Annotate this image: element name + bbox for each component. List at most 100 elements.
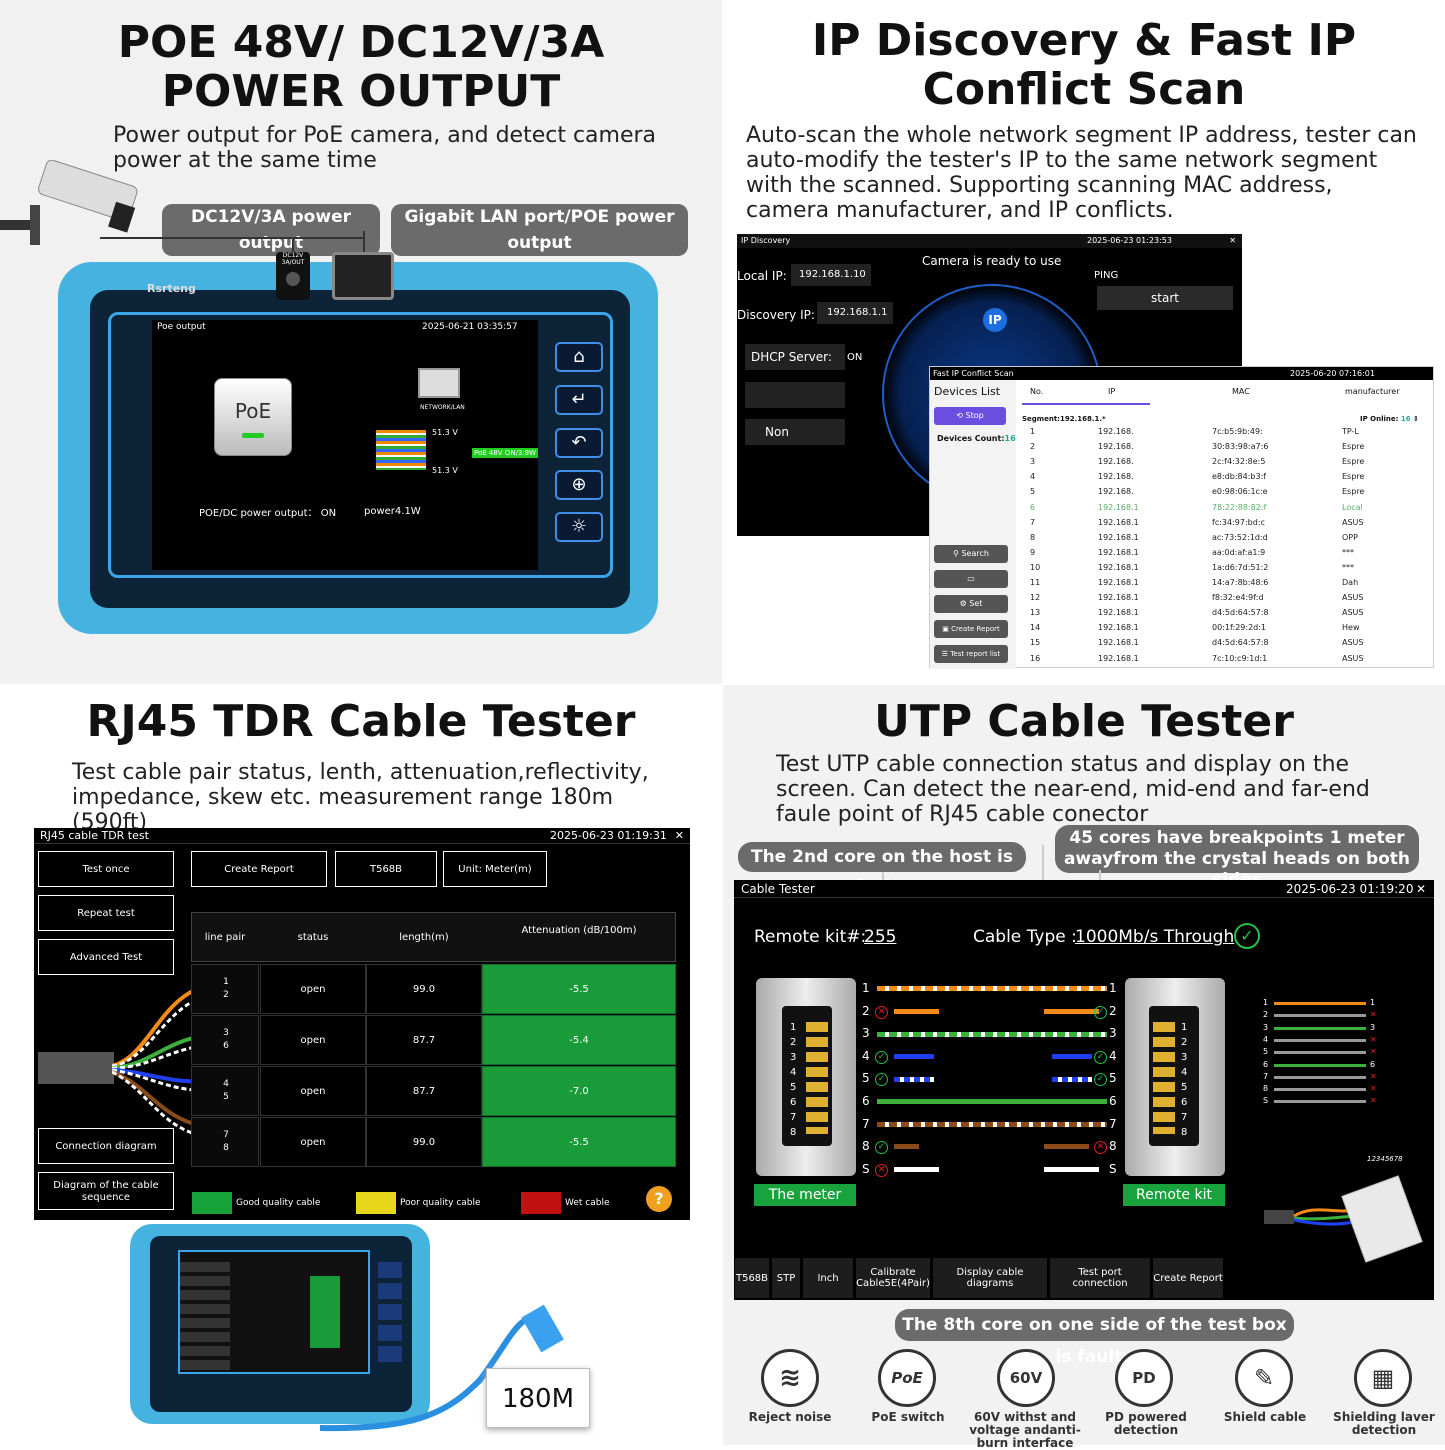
mini-pin-left: 7 <box>1263 1071 1269 1081</box>
scan-cell: TP-L <box>1342 427 1359 436</box>
local-ip-input[interactable]: 192.168.1.10 <box>791 264 871 286</box>
tab-display-diagrams[interactable]: Display cable diagrams <box>933 1258 1047 1298</box>
cable-jacket-graphic <box>38 1052 114 1084</box>
ip-radar-badge: IP <box>983 308 1007 332</box>
mini-pin-left: 8 <box>1263 1084 1269 1094</box>
tdr-attenuation-cell: -5.4 <box>482 1015 676 1065</box>
shield-cable-icon: ✎ <box>1235 1349 1293 1407</box>
zoom-icon[interactable]: ⊕ <box>555 470 603 500</box>
help-icon[interactable]: ? <box>646 1186 672 1212</box>
scan-cell: ASUS <box>1342 638 1364 648</box>
jack-pin-number: 1 <box>1181 1022 1188 1033</box>
col-no: No. <box>1030 387 1044 396</box>
voltage-1: 51.3 V <box>432 428 458 437</box>
tdr-length-cell: 99.0 <box>366 964 482 1014</box>
scan-cell: 14 <box>1030 623 1041 633</box>
test-once-button[interactable]: Test once <box>38 851 174 887</box>
tdr-screen-status: 2025-06-23 01:19:31 <box>550 829 667 842</box>
cable-sequence-button[interactable]: Diagram of the cable sequence <box>38 1172 174 1210</box>
wire-pin-right: S <box>1109 1161 1117 1176</box>
mini-pin-right: ✕ <box>1370 1096 1377 1106</box>
local-ip-label: Local IP: <box>737 269 787 283</box>
t568b-button[interactable]: T568B <box>335 851 437 887</box>
non-field[interactable]: Non <box>745 419 845 445</box>
jack-pin-number: 4 <box>790 1067 797 1078</box>
tab-stp[interactable]: STP <box>772 1258 800 1298</box>
unit-button[interactable]: Unit: Meter(m) <box>443 851 547 887</box>
ok-check-icon: ✓ <box>875 1073 888 1087</box>
light-icon[interactable]: ☼ <box>555 512 603 542</box>
scan-cell: 192.168. <box>1098 472 1134 482</box>
tab-test-port[interactable]: Test port connection <box>1050 1258 1150 1298</box>
disc-ip-label: Discovery IP: <box>737 308 815 322</box>
scan-cell: 192.168.1 <box>1098 623 1139 633</box>
mini-wire <box>1274 1026 1366 1030</box>
tab-create-report[interactable]: Create Report <box>1153 1258 1223 1298</box>
poe-status-badge: PoE 48V ON/3.9W <box>472 448 538 458</box>
reject-noise-icon: ≋ <box>761 1349 819 1407</box>
col-line-pair: line pair <box>204 932 246 943</box>
online-value: 16 <box>1400 415 1411 423</box>
jack-pin-number: 3 <box>1181 1052 1188 1063</box>
start-button[interactable]: start <box>1097 286 1233 310</box>
stop-button[interactable]: ⟲ Stop <box>934 407 1006 425</box>
jack-pin-number: 4 <box>1181 1067 1188 1078</box>
wire-pin-right: 4 <box>1109 1048 1117 1063</box>
repeat-test-button[interactable]: Repeat test <box>38 895 174 931</box>
tab-inch[interactable]: Inch <box>803 1258 853 1298</box>
report-list-button[interactable]: ☰ Test report list <box>934 645 1008 663</box>
create-report-button[interactable]: ▣ Create Report <box>934 620 1008 638</box>
enter-icon[interactable]: ↵ <box>555 385 603 415</box>
wire-pin-right: 8 <box>1109 1139 1117 1154</box>
tdr-close-icon[interactable]: ✕ <box>674 829 684 842</box>
back-icon[interactable]: ↶ <box>555 428 603 458</box>
mini-pin-right: ✕ <box>1370 1047 1377 1057</box>
home-icon[interactable]: ⌂ <box>555 342 603 372</box>
advanced-test-button[interactable]: Advanced Test <box>38 939 174 975</box>
disc-close-icon[interactable]: ✕ <box>1229 236 1236 245</box>
set-button[interactable]: ⚙ Set <box>934 595 1008 613</box>
mini-pin-left: 6 <box>1263 1059 1269 1069</box>
tab-t568b[interactable]: T568B <box>735 1258 769 1298</box>
cable-close-icon[interactable]: ✕ <box>1415 882 1426 896</box>
lan-jack-icon <box>418 368 460 398</box>
tdr-attenuation-cell: -5.5 <box>482 1117 676 1167</box>
search-button[interactable]: ⚲ Search <box>934 545 1008 563</box>
remote-kit-button[interactable]: Remote kit <box>1123 1184 1225 1206</box>
scan-cell: 192.168.1 <box>1098 638 1139 648</box>
screen-button[interactable]: ▭ <box>934 570 1008 588</box>
poe-title-2: POWER OUTPUT <box>161 66 561 117</box>
tab-calibrate[interactable]: Calibrate Cable5E(4Pair) <box>856 1258 930 1298</box>
cable-type-value: 1000Mb/s Through <box>1075 927 1235 947</box>
wire-pin-right: 7 <box>1109 1116 1117 1131</box>
scan-cell: Espre <box>1342 442 1365 452</box>
connection-diagram-button[interactable]: Connection diagram <box>38 1128 174 1164</box>
ok-check-icon: ✓ <box>875 1050 888 1064</box>
mini-pin-right: ✕ <box>1370 1071 1377 1081</box>
disc-ip-input[interactable]: 192.168.1.1 <box>817 302 893 324</box>
meter-button[interactable]: The meter <box>754 1184 856 1206</box>
tdr-create-report-button[interactable]: Create Report <box>191 851 327 887</box>
mini-pin-right: ✕ <box>1370 1034 1377 1044</box>
blank-field[interactable] <box>745 382 845 408</box>
